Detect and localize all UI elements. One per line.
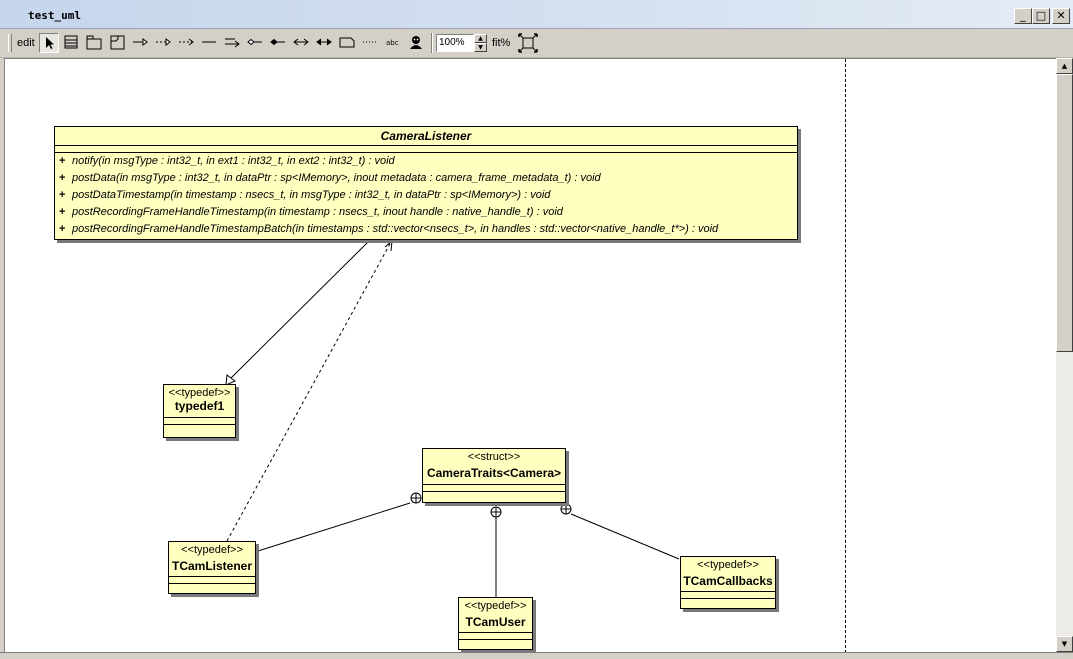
association-tool-button[interactable] xyxy=(200,33,220,53)
realization-icon xyxy=(156,38,171,46)
anchor-icon xyxy=(363,41,377,43)
toolbar: edit abc xyxy=(0,29,1073,58)
vertical-scrollbar[interactable]: ▲ ▼ xyxy=(1056,58,1073,652)
double-arrow-icon xyxy=(316,38,332,46)
class-tool-button[interactable] xyxy=(62,33,82,53)
image-tool-button[interactable] xyxy=(407,33,427,53)
relations-layer xyxy=(225,239,680,597)
status-strip xyxy=(0,652,1073,659)
svg-text:abc: abc xyxy=(386,39,399,47)
note-icon xyxy=(339,37,355,48)
text-tool-button[interactable]: abc xyxy=(384,33,404,53)
stereotype-label: <<typedef>> xyxy=(464,600,527,612)
operation-postrecordingframehandletimestampbatch[interactable]: +postRecordingFrameHandleTimestampBatch(… xyxy=(59,223,719,235)
directional-association-tool-button[interactable] xyxy=(223,33,243,53)
stereotype-label: <<typedef>> xyxy=(697,559,759,571)
edit-label: edit xyxy=(17,37,35,49)
scrollbar-thumb[interactable] xyxy=(1056,74,1073,352)
zoom-down-button[interactable]: ▼ xyxy=(474,43,487,52)
close-button[interactable]: ✕ xyxy=(1052,8,1070,24)
select-icon xyxy=(46,37,54,49)
realization-arrowhead xyxy=(384,239,393,252)
class-name-cameratraits: CameraTraits<Camera> xyxy=(426,466,562,480)
attributes-section xyxy=(55,145,797,152)
maximize-button[interactable]: □ xyxy=(1032,8,1050,24)
composition-icon xyxy=(270,38,285,46)
attributes-section xyxy=(681,591,775,598)
stereotype-label: <<typedef>> xyxy=(168,387,231,399)
dependency-icon xyxy=(179,38,194,46)
bidirectional-association-tool-button[interactable] xyxy=(292,33,312,53)
note-tool-button[interactable] xyxy=(338,33,358,53)
attributes-section xyxy=(169,576,255,583)
realization-line[interactable] xyxy=(226,241,392,542)
class-icon xyxy=(64,35,78,49)
fit-label: fit% xyxy=(492,37,511,49)
diagram-canvas[interactable]: CameraListener +notify(in msgType : int3… xyxy=(4,58,1056,652)
dependency-tool-button[interactable] xyxy=(177,33,197,53)
select-tool-button[interactable] xyxy=(39,33,59,53)
generalisation-line[interactable] xyxy=(230,241,369,379)
operation-postrecordingframehandletimestamp[interactable]: +postRecordingFrameHandleTimestamp(in ti… xyxy=(59,206,563,218)
composition-tool-button[interactable] xyxy=(269,33,289,53)
class-tcamuser[interactable]: <<typedef>> TCamUser xyxy=(458,597,533,650)
fragment-tool-button[interactable] xyxy=(108,33,128,53)
window-title: test_uml xyxy=(28,9,81,22)
class-name-tcamuser: TCamUser xyxy=(465,615,526,629)
image-icon xyxy=(410,36,422,49)
realization-tool-button[interactable] xyxy=(154,33,174,53)
generalisation-arrowhead xyxy=(225,374,236,386)
class-name-tcamlistener: TCamListener xyxy=(171,559,253,573)
class-tcamcallbacks[interactable]: <<typedef>> TCamCallbacks xyxy=(680,556,776,609)
fragment-icon xyxy=(110,35,125,50)
stereotype-label: <<struct>> xyxy=(467,451,521,463)
scroll-down-button[interactable]: ▼ xyxy=(1056,636,1073,652)
operation-postdata[interactable]: +postData(in msgType : int32_t, in dataP… xyxy=(59,172,601,184)
title-bar: test_uml _ □ ✕ xyxy=(0,0,1073,29)
double-arrow-tool-button[interactable] xyxy=(315,33,335,53)
operation-notify[interactable]: +notify(in msgType : int32_t, in ext1 : … xyxy=(59,155,395,167)
minimize-button[interactable]: _ xyxy=(1014,8,1032,24)
page-break-line xyxy=(845,59,846,652)
class-cameratraits[interactable]: <<struct>> CameraTraits<Camera> xyxy=(422,448,566,503)
directional-association-icon xyxy=(225,38,240,48)
generalisation-icon xyxy=(133,38,148,46)
class-name-cameralistener: CameraListener xyxy=(380,129,472,143)
anchor-tool-button[interactable] xyxy=(361,33,381,53)
fit-window-icon xyxy=(518,33,538,53)
operations-section xyxy=(681,598,775,605)
class-cameralistener[interactable]: CameraListener +notify(in msgType : int3… xyxy=(54,126,798,240)
class-name-typedef1: typedef1 xyxy=(174,399,225,413)
class-name-tcamcallbacks: TCamCallbacks xyxy=(683,574,773,588)
scroll-up-button[interactable]: ▲ xyxy=(1056,58,1073,74)
nesting-line-tcamlistener[interactable] xyxy=(257,502,411,552)
operations-section xyxy=(423,491,565,498)
attributes-section xyxy=(423,484,565,491)
association-icon xyxy=(202,41,216,43)
package-tool-button[interactable] xyxy=(85,33,105,53)
class-typedef1[interactable]: <<typedef>> typedef1 xyxy=(163,384,236,438)
toolbar-separator xyxy=(431,33,433,53)
fit-button[interactable] xyxy=(518,33,538,53)
operation-postdatatimestamp[interactable]: +postDataTimestamp(in timestamp : nsecs_… xyxy=(59,189,551,201)
nesting-line-tcamcallbacks[interactable] xyxy=(570,513,680,560)
operations-section xyxy=(459,639,532,646)
operations-section: +notify(in msgType : int32_t, in ext1 : … xyxy=(55,152,797,238)
operations-section xyxy=(164,424,235,431)
aggregation-icon xyxy=(247,38,262,46)
operations-section xyxy=(169,583,255,590)
class-tcamlistener[interactable]: <<typedef>> TCamListener xyxy=(168,541,256,594)
aggregation-tool-button[interactable] xyxy=(246,33,266,53)
zoom-up-button[interactable]: ▲ xyxy=(474,34,487,43)
zoom-input[interactable]: 100% xyxy=(436,34,474,52)
text-icon: abc xyxy=(386,39,399,47)
attributes-section xyxy=(459,632,532,639)
package-icon xyxy=(86,35,102,50)
toolbar-grip xyxy=(8,34,12,52)
stereotype-label: <<typedef>> xyxy=(181,544,243,556)
generalisation-tool-button[interactable] xyxy=(131,33,151,53)
attributes-section xyxy=(164,417,235,424)
bidirectional-association-icon xyxy=(293,38,309,46)
